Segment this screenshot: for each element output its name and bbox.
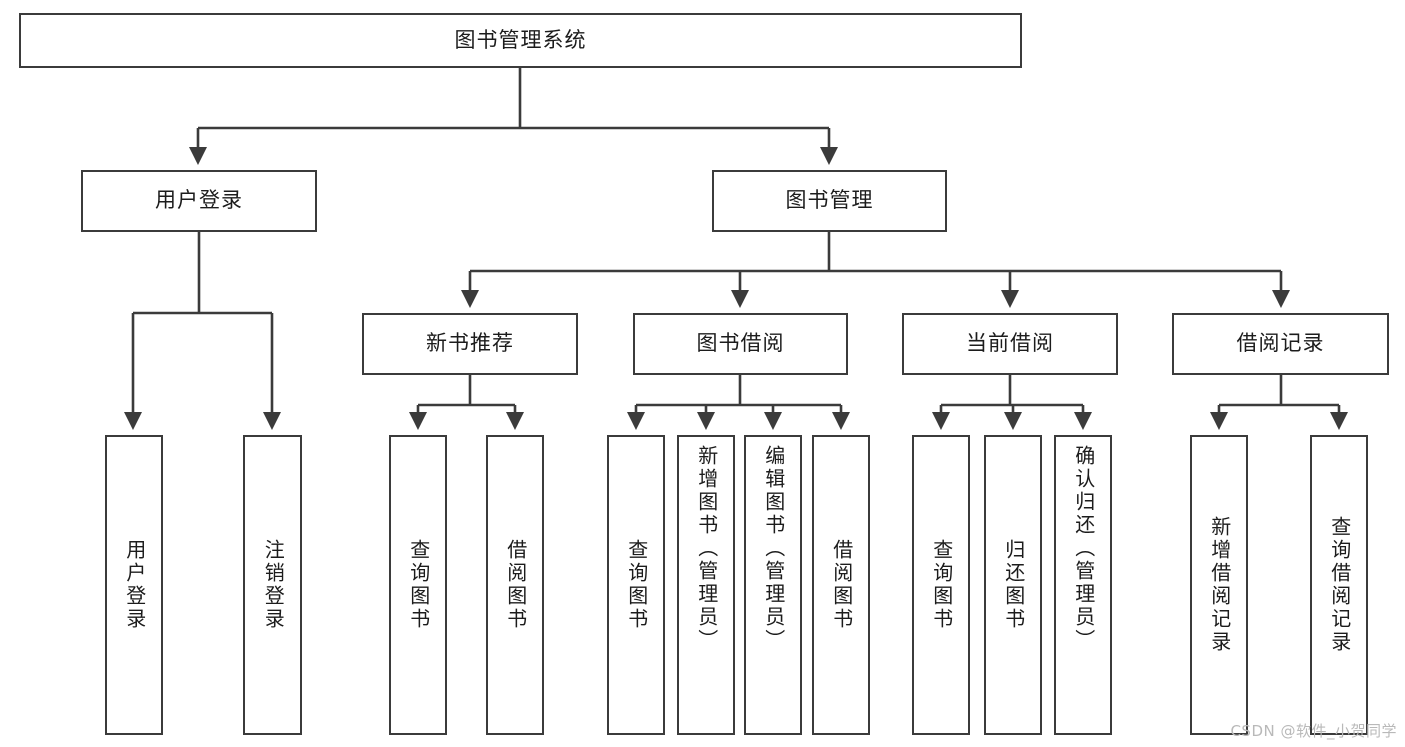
node-user-login-label: 用户登录 — [155, 188, 243, 213]
node-book-manage-label: 图书管理 — [785, 188, 874, 213]
node-book-borrow[interactable]: 图书借阅 — [633, 313, 848, 375]
node-leaf-borrow-book-1[interactable]: 借阅图书 — [486, 435, 544, 735]
node-leaf-add-record[interactable]: 新增借阅记录 — [1190, 435, 1248, 735]
node-leaf-edit-book[interactable]: 编辑图书（管理员） — [744, 435, 802, 735]
node-leaf-borrow-book-2-label: 借阅图书 — [829, 539, 854, 631]
node-leaf-add-book-label: 新增图书（管理员） — [694, 445, 719, 652]
node-leaf-query-record-label: 查询借阅记录 — [1327, 516, 1352, 654]
node-leaf-confirm-return[interactable]: 确认归还（管理员） — [1054, 435, 1112, 735]
node-current-borrow-label: 当前借阅 — [966, 331, 1054, 356]
node-root-label: 图书管理系统 — [454, 27, 587, 52]
node-leaf-user-login[interactable]: 用户登录 — [105, 435, 163, 735]
node-leaf-borrow-book-1-label: 借阅图书 — [503, 539, 528, 631]
node-leaf-query-book-2[interactable]: 查询图书 — [607, 435, 665, 735]
node-book-manage[interactable]: 图书管理 — [712, 170, 947, 232]
node-new-book-recommend[interactable]: 新书推荐 — [362, 313, 578, 375]
node-user-login[interactable]: 用户登录 — [81, 170, 317, 232]
node-leaf-return-book-label: 归还图书 — [1001, 539, 1026, 631]
node-leaf-query-book-3[interactable]: 查询图书 — [912, 435, 970, 735]
node-current-borrow[interactable]: 当前借阅 — [902, 313, 1118, 375]
node-leaf-query-book-1[interactable]: 查询图书 — [389, 435, 447, 735]
node-borrow-record[interactable]: 借阅记录 — [1172, 313, 1389, 375]
node-leaf-return-book[interactable]: 归还图书 — [984, 435, 1042, 735]
node-root[interactable]: 图书管理系统 — [19, 13, 1022, 68]
node-borrow-record-label: 借阅记录 — [1236, 331, 1325, 356]
node-leaf-borrow-book-2[interactable]: 借阅图书 — [812, 435, 870, 735]
node-leaf-user-login-label: 用户登录 — [122, 539, 147, 631]
node-new-book-recommend-label: 新书推荐 — [426, 331, 514, 356]
node-leaf-confirm-return-label: 确认归还（管理员） — [1071, 445, 1096, 652]
node-leaf-query-record[interactable]: 查询借阅记录 — [1310, 435, 1368, 735]
node-book-borrow-label: 图书借阅 — [696, 331, 785, 356]
node-leaf-add-book[interactable]: 新增图书（管理员） — [677, 435, 735, 735]
node-leaf-query-book-3-label: 查询图书 — [929, 539, 954, 631]
node-leaf-add-record-label: 新增借阅记录 — [1207, 516, 1232, 654]
node-leaf-logout[interactable]: 注销登录 — [243, 435, 302, 735]
node-leaf-query-book-2-label: 查询图书 — [624, 539, 649, 631]
node-leaf-query-book-1-label: 查询图书 — [406, 539, 431, 631]
node-leaf-logout-label: 注销登录 — [261, 539, 286, 631]
node-leaf-edit-book-label: 编辑图书（管理员） — [761, 445, 786, 652]
